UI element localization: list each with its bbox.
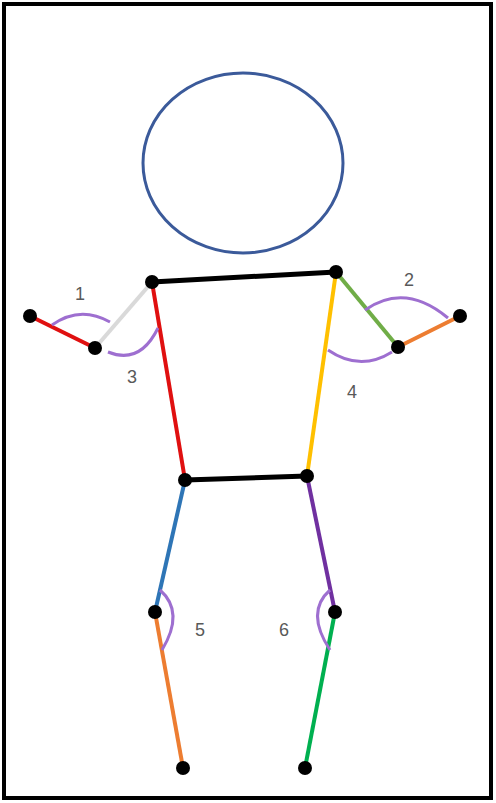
angle-number: 2 (404, 271, 414, 289)
joint-dots (23, 265, 467, 775)
joint-dot (178, 473, 192, 487)
angle-arc (328, 350, 392, 362)
left-thigh (155, 480, 185, 612)
angle-number: 4 (347, 383, 357, 401)
joint-dot (391, 340, 405, 354)
angle-arc (318, 590, 331, 650)
joint-dot (23, 309, 37, 323)
joint-dot (328, 605, 342, 619)
hip-line (185, 476, 307, 480)
angle-arc (365, 298, 448, 318)
left-forearm (30, 316, 95, 348)
right-thigh (307, 476, 335, 612)
joint-dot (176, 761, 190, 775)
joint-dot (145, 275, 159, 289)
right-torso-line (307, 272, 336, 476)
left-torso-line (152, 282, 185, 480)
joint-dot (298, 761, 312, 775)
joint-dot (88, 341, 102, 355)
joint-dot (148, 605, 162, 619)
angle-arc (160, 590, 173, 650)
angle-arc (108, 328, 158, 355)
shoulder-line (152, 272, 336, 282)
left-upper-arm (95, 282, 152, 348)
right-forearm (398, 316, 460, 347)
angle-number: 3 (127, 368, 137, 386)
angle-number: 6 (279, 621, 289, 639)
frame-border (4, 4, 491, 798)
angle-number: 5 (195, 621, 205, 639)
right-shin (305, 612, 335, 768)
angle-number: 1 (75, 285, 85, 303)
joint-dot (453, 309, 467, 323)
head-outline (143, 73, 343, 253)
joint-dot (329, 265, 343, 279)
angle-arc (52, 314, 110, 325)
joint-dot (300, 469, 314, 483)
